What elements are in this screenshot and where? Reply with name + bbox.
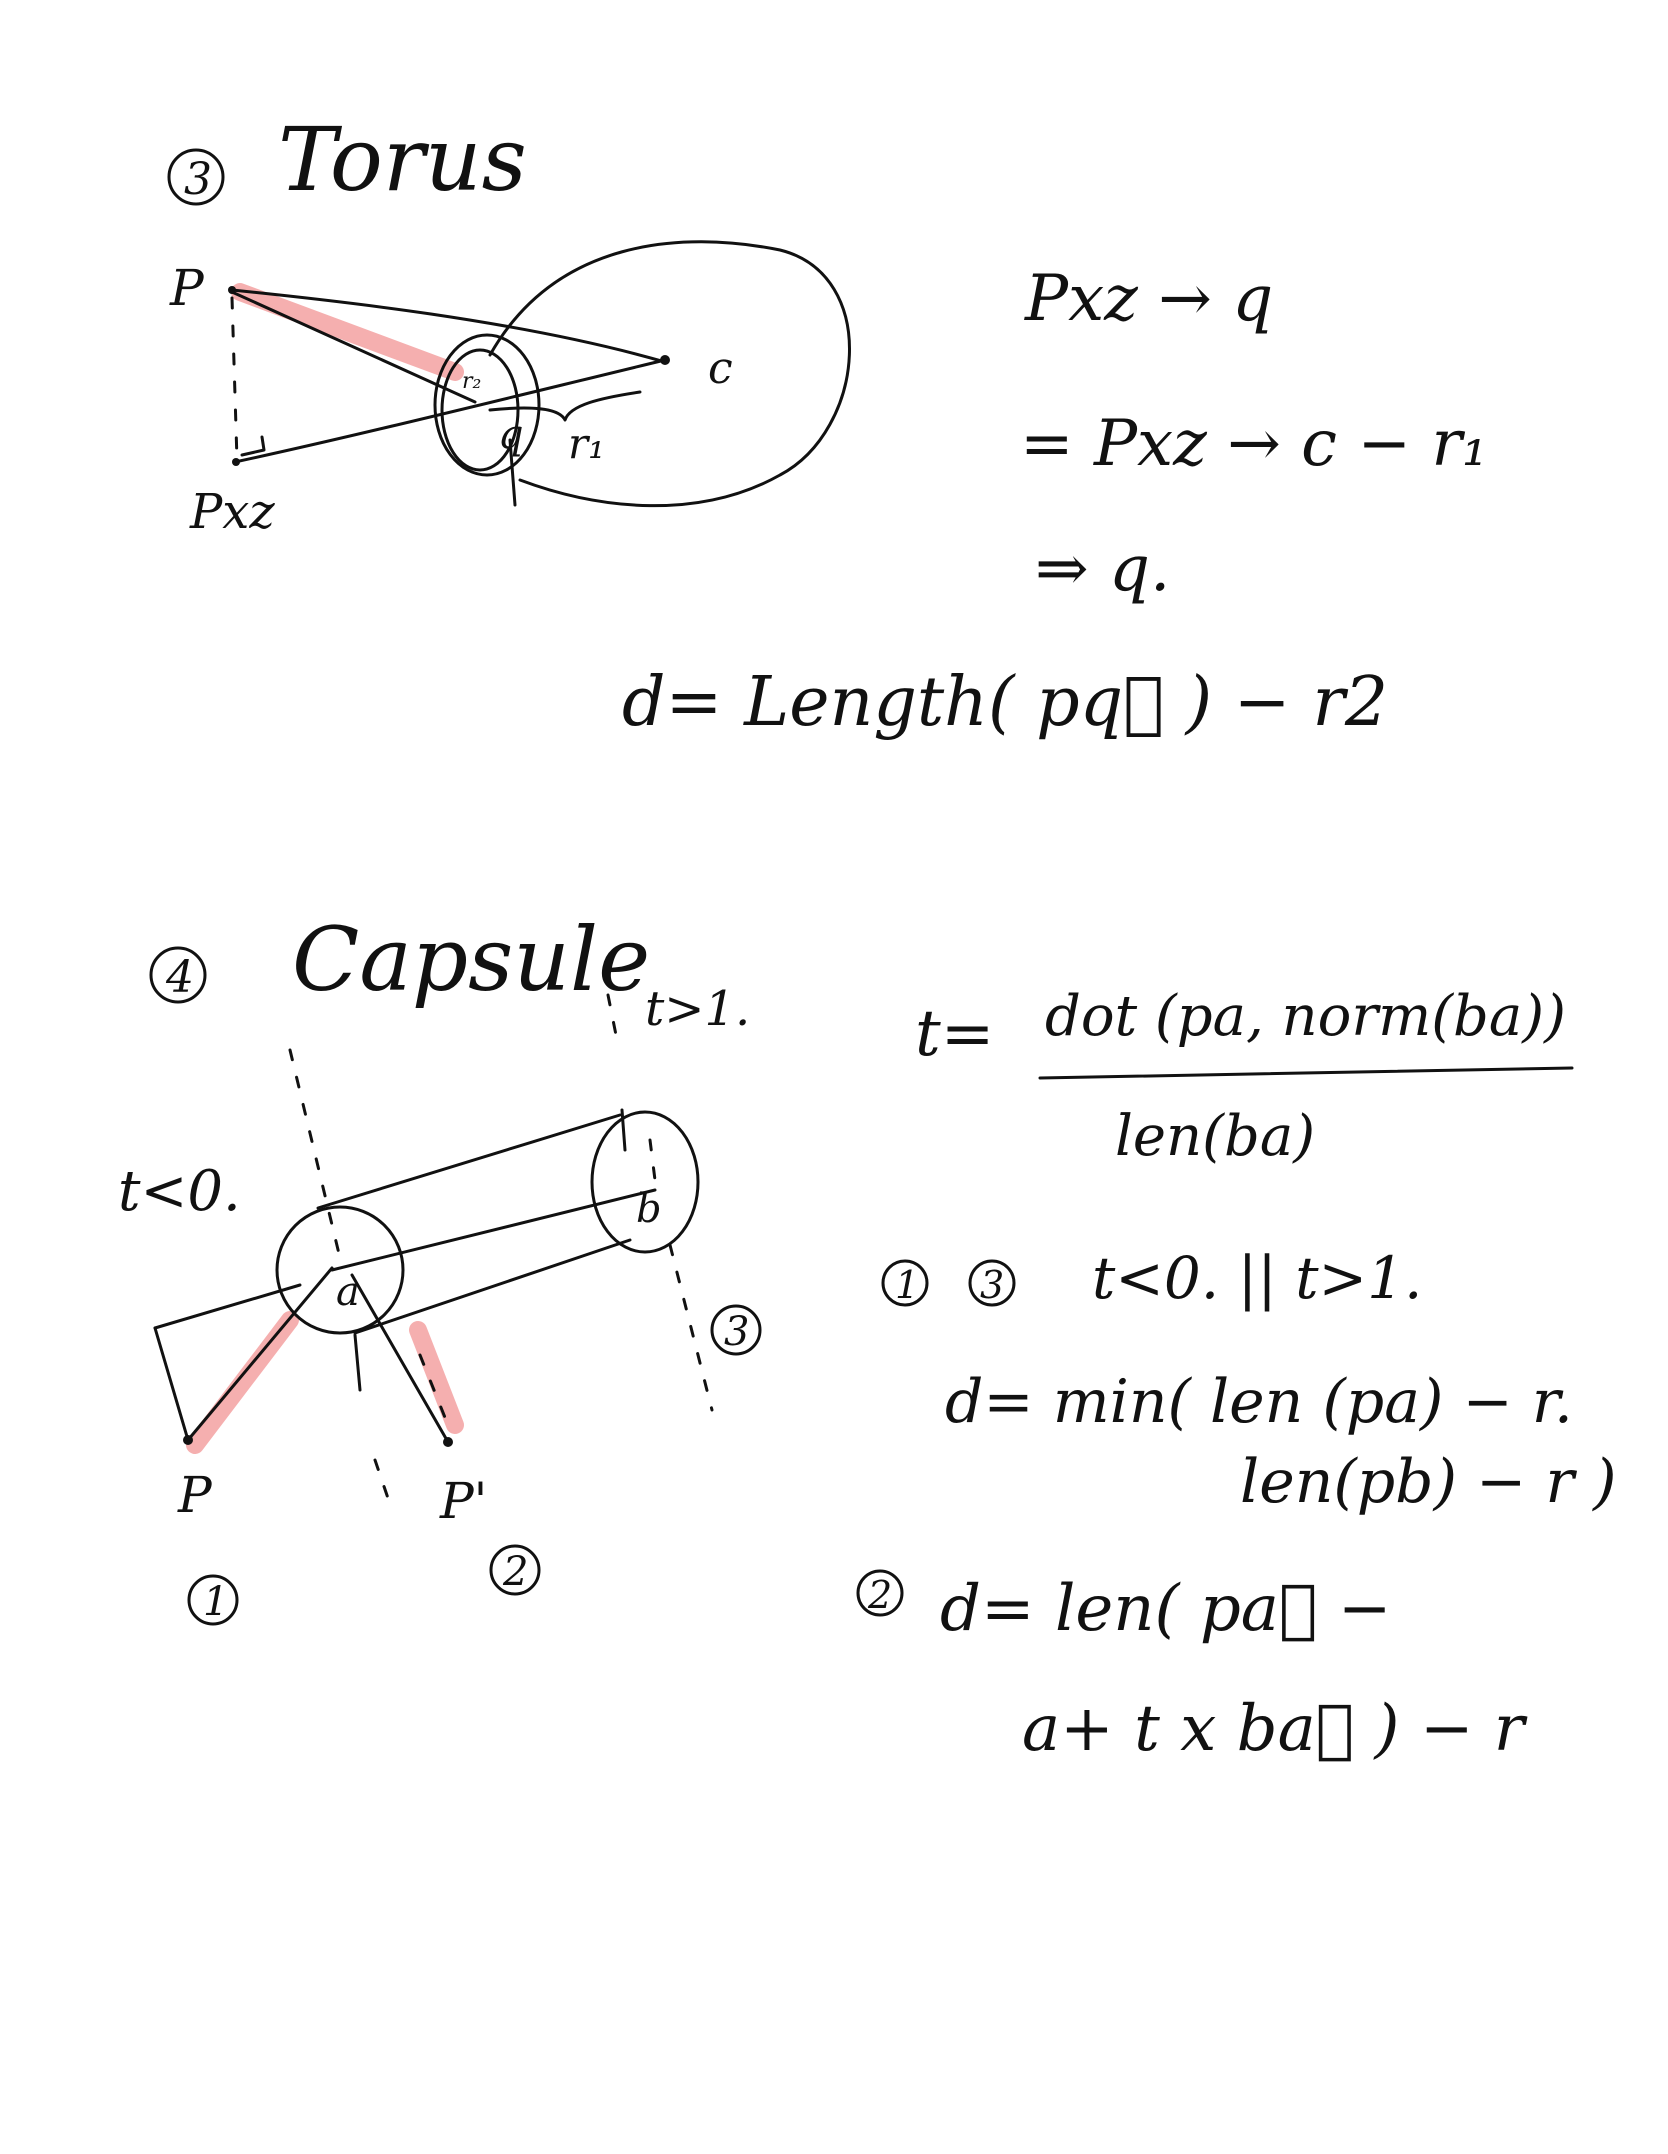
case13-line-1: d= min( len (pa) − r. — [945, 1367, 1573, 1437]
point-pxz-marker — [232, 458, 240, 466]
capsule-diagram: t>1. t<0. a b P P' 1 2 3 — [118, 981, 762, 1626]
dashed-pprime — [418, 1353, 452, 1432]
t-formula-numerator: dot (pa, norm(ba)) — [1045, 984, 1566, 1049]
dashed-boundary-a — [288, 1048, 342, 1260]
highlight-p-to-a — [186, 1311, 299, 1454]
label-t-gt1: t>1. — [645, 981, 750, 1037]
case13-mark-1-circle — [881, 1259, 929, 1307]
line-p-to-c — [230, 288, 667, 364]
line-pxz-to-c — [233, 358, 667, 464]
label-b: b — [636, 1186, 662, 1232]
case13-mark-3-circle — [968, 1259, 1016, 1307]
cylinder-top-edge — [316, 1113, 622, 1210]
torus-eq-3: ⇒ q. — [1035, 532, 1170, 606]
dashed-boundary-b — [606, 993, 620, 1047]
label-r2: r₂ — [462, 369, 481, 394]
torus-title: Torus — [278, 108, 527, 211]
label-t-lt0: t<0. — [118, 1159, 241, 1224]
tube-cross-section — [433, 333, 541, 477]
cap-circle-b — [590, 1110, 700, 1254]
outer-loop — [488, 240, 851, 508]
label-p: P — [177, 1466, 213, 1524]
torus-number-circle — [167, 148, 225, 206]
capsule-t-formula: t= dot (pa, norm(ba)) len(ba) — [915, 984, 1574, 1169]
label-pprime: P' — [439, 1472, 487, 1530]
q-tick — [508, 438, 517, 507]
point-c-marker — [660, 355, 670, 365]
t-formula-fraction-bar — [1038, 1066, 1574, 1080]
torus-eq-1: Pxz → q — [1024, 262, 1273, 336]
torus-diagram: P Pxz c q r₁ r₂ — [169, 240, 851, 540]
case2-line-1: d= len( pa⃗ − — [940, 1572, 1391, 1646]
capsule-number: 4 — [165, 952, 194, 1003]
dashed-boundary-b-lower — [668, 1243, 714, 1412]
region-3-label: 3 — [724, 1309, 749, 1355]
case13-mark-3: 3 — [980, 1263, 1004, 1307]
region-1-circle — [187, 1574, 239, 1626]
highlight-p-to-q — [231, 283, 464, 381]
case2-line-2: a+ t x ba⃗ ) − r — [1022, 1692, 1528, 1766]
segment-to-p — [153, 1326, 190, 1442]
label-pxz: Pxz — [189, 484, 275, 540]
cap-circle-a — [275, 1205, 405, 1335]
region-1-label: 1 — [203, 1579, 228, 1625]
point-p-marker — [183, 1435, 193, 1445]
capsule-number-circle — [149, 946, 207, 1004]
b-stroke — [620, 1108, 627, 1152]
t-formula-lhs: t= — [915, 997, 994, 1071]
capsule-case-2: 2 d= len( pa⃗ − a+ t x ba⃗ ) − r — [856, 1569, 1528, 1766]
cylinder-bottom-edge — [353, 1238, 632, 1335]
case2-mark-circle — [856, 1569, 904, 1617]
region-3-circle — [710, 1304, 762, 1356]
line-pprime-to-a — [350, 1273, 450, 1444]
case13-line-2: len(pb) − r ) — [1240, 1447, 1617, 1517]
dashed-boundary-a-lower — [373, 1458, 394, 1512]
case13-condition: t<0. || t>1. — [1092, 1244, 1422, 1312]
torus-equations: Pxz → q = Pxz → c − r₁ ⇒ q. d= Length( p… — [622, 262, 1488, 742]
left-extension-edge — [153, 1283, 302, 1330]
capsule-title: Capsule — [292, 908, 650, 1011]
torus-section: 3 Torus P Pxz c q r₁ r₂ Pxz → q = — [167, 108, 1488, 742]
case13-mark-1: 1 — [895, 1263, 919, 1307]
capsule-section: 4 Capsule t>1. t<0. a — [118, 908, 1617, 1766]
case2-mark: 2 — [867, 1573, 892, 1617]
label-a: a — [336, 1269, 360, 1315]
region-2-circle — [489, 1544, 541, 1596]
label-r1: r₁ — [568, 419, 605, 468]
t-formula-denominator: len(ba) — [1115, 1104, 1315, 1169]
label-p: P — [169, 259, 205, 317]
torus-eq-4: d= Length( pq⃗ ) − r2 — [622, 663, 1388, 742]
highlight-pprime-segment — [409, 1321, 464, 1434]
r1-brace — [488, 390, 642, 422]
label-c: c — [708, 343, 733, 394]
dashed-b-center — [648, 1138, 657, 1182]
torus-eq-2: = Pxz → c − r₁ — [1020, 407, 1488, 481]
line-pprime-foot — [353, 1333, 362, 1392]
right-angle-mark — [240, 435, 266, 457]
torus-number: 3 — [184, 154, 212, 205]
tube-inner-stroke — [440, 348, 520, 472]
line-p-to-a — [186, 1266, 334, 1442]
point-p-marker — [228, 286, 236, 294]
dashed-p-to-pxz — [230, 296, 239, 462]
label-q: q — [498, 412, 524, 458]
line-p-to-q — [230, 290, 477, 404]
point-pprime-marker — [443, 1437, 453, 1447]
region-2-label: 2 — [502, 1549, 528, 1595]
capsule-case-13: 1 3 t<0. || t>1. d= min( len (pa) − r. l… — [881, 1244, 1617, 1517]
cylinder-axis — [330, 1188, 657, 1272]
